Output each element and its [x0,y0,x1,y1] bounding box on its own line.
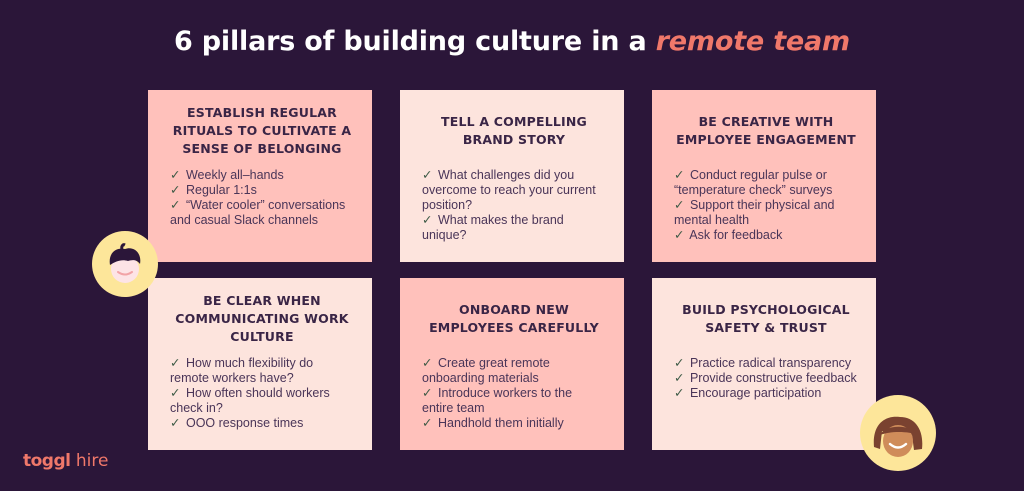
list-item: ✓ What makes the brand unique? [422,213,564,242]
checkmark-icon: ✓ [422,386,433,400]
checkmark-icon: ✓ [422,168,433,182]
checkmark-icon: ✓ [674,386,685,400]
list-item: ✓ Conduct regular pulse or “temperature … [674,168,833,197]
card-title: Build psychological safety & trust [682,302,850,335]
boy-face-illustration [109,243,141,283]
card-title: Onboard new employees carefully [429,302,599,335]
checkmark-icon: ✓ [170,416,181,430]
list-item: ✓ What challenges did you overcome to re… [422,168,596,212]
pillar-card-brand-story: Tell a compelling brand story ✓ What cha… [400,90,624,262]
avatar-boy-icon [92,231,158,297]
toggl-hire-logo: toggl hire [23,451,108,471]
list-item: ✓ OOO response times [170,416,304,430]
list-item: ✓ Provide constructive feedback [674,371,857,385]
card-title: Establish regular rituals to cultivate a… [172,105,352,156]
list-item: ✓ Handhold them initially [422,416,564,430]
list-item: ✓ Regular 1:1s [170,183,257,197]
list-item: ✓ How much flexibility do remote workers… [170,356,314,385]
card-title: Be clear when communicating work culture [175,293,349,344]
title-text: 6 pillars of building culture in a [173,26,656,57]
avatar-girl-icon [860,395,936,471]
page-title: 6 pillars of building culture in a remot… [0,26,1024,57]
card-list: ✓ Conduct regular pulse or “temperature … [674,168,858,243]
girl-face-illustration [873,416,923,457]
list-item: ✓ “Water cooler” conversations and casua… [170,198,346,227]
list-item: ✓ Create great remote onboarding materia… [422,356,550,385]
card-list: ✓ What challenges did you overcome to re… [422,168,606,243]
checkmark-icon: ✓ [170,356,181,370]
list-item: ✓ Practice radical transparency [674,356,852,370]
checkmark-icon: ✓ [422,356,433,370]
checkmark-icon: ✓ [170,386,181,400]
list-item: ✓ How often should workers check in? [170,386,330,415]
checkmark-icon: ✓ [170,198,181,212]
title-accent: remote team [655,26,851,57]
pillar-card-psych-safety: Build psychological safety & trust ✓ Pra… [652,278,876,450]
list-item: ✓ Support their physical and mental heal… [674,198,835,227]
card-list: ✓ Create great remote onboarding materia… [422,356,606,431]
pillar-card-rituals: Establish regular rituals to cultivate a… [148,90,372,262]
list-item: ✓ Ask for feedback [674,228,783,242]
checkmark-icon: ✓ [422,416,433,430]
checkmark-icon: ✓ [170,183,181,197]
checkmark-icon: ✓ [170,168,181,182]
list-item: ✓ Weekly all–hands [170,168,284,182]
card-list: ✓ Weekly all–hands ✓ Regular 1:1s ✓ “Wat… [170,168,354,228]
logo-brand: toggl [23,451,71,471]
pillar-card-onboarding: Onboard new employees carefully ✓ Create… [400,278,624,450]
checkmark-icon: ✓ [674,198,685,212]
checkmark-icon: ✓ [422,213,433,227]
card-title: Be creative with employee engagement [676,114,856,147]
checkmark-icon: ✓ [674,356,685,370]
checkmark-icon: ✓ [674,371,685,385]
card-list: ✓ How much flexibility do remote workers… [170,356,354,431]
list-item: ✓ Encourage participation [674,386,822,400]
pillar-card-communication: Be clear when communicating work culture… [148,278,372,450]
list-item: ✓ Introduce workers to the entire team [422,386,573,415]
card-title: Tell a compelling brand story [440,114,587,147]
card-list: ✓ Practice radical transparency ✓ Provid… [674,356,858,401]
checkmark-icon: ✓ [674,228,685,242]
logo-sub: hire [70,451,109,471]
pillar-card-engagement: Be creative with employee engagement ✓ C… [652,90,876,262]
checkmark-icon: ✓ [674,168,685,182]
